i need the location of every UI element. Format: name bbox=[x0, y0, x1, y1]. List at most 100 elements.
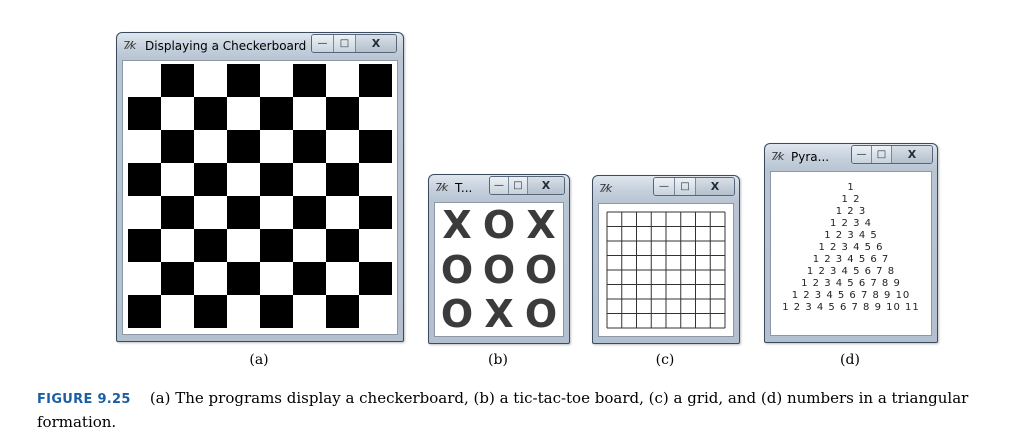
pyramid-window: 7⁄k Pyra... — □ X 1 1 2 1 2 3 1 2 3 4 1 … bbox=[764, 143, 938, 343]
checker-square-light bbox=[293, 295, 326, 328]
checker-square-dark bbox=[161, 130, 194, 163]
checker-square-dark bbox=[359, 130, 392, 163]
maximize-button[interactable]: □ bbox=[675, 178, 696, 195]
grid-titlebar[interactable]: 7⁄k — □ X bbox=[593, 176, 739, 200]
checker-square-dark bbox=[194, 229, 227, 262]
checker-square-dark bbox=[227, 64, 260, 97]
checker-square-dark bbox=[128, 229, 161, 262]
maximize-button[interactable]: □ bbox=[872, 146, 892, 163]
checker-square-dark bbox=[359, 64, 392, 97]
pyramid-line: 1 2 3 4 5 6 7 8 9 10 bbox=[791, 290, 911, 301]
checker-square-light bbox=[128, 130, 161, 163]
checker-square-dark bbox=[128, 97, 161, 130]
checker-square-dark bbox=[260, 163, 293, 196]
minimize-button[interactable]: — bbox=[654, 178, 675, 195]
pyramid-canvas: 1 1 2 1 2 3 1 2 3 4 1 2 3 4 5 1 2 3 4 5 … bbox=[770, 171, 932, 336]
pyramid-line: 1 2 3 4 5 bbox=[824, 230, 878, 241]
figure-caption: FIGURE 9.25 (a) The programs display a c… bbox=[37, 387, 1017, 433]
close-button[interactable]: X bbox=[528, 177, 564, 194]
checker-square-light bbox=[128, 262, 161, 295]
tictactoe-board: X O X O O O O X O bbox=[434, 202, 564, 337]
checker-square-light bbox=[326, 196, 359, 229]
ttt-cell[interactable]: X bbox=[484, 292, 514, 336]
checker-square-dark bbox=[293, 130, 326, 163]
sublabel-a: (a) bbox=[249, 352, 269, 368]
pyramid-line: 1 2 3 4 bbox=[830, 218, 872, 229]
checker-square-light bbox=[260, 262, 293, 295]
maximize-button[interactable]: □ bbox=[334, 35, 356, 52]
ttt-cell[interactable]: O bbox=[524, 248, 558, 292]
checker-square-dark bbox=[227, 130, 260, 163]
checker-square-dark bbox=[293, 196, 326, 229]
tk-app-icon: 7⁄k bbox=[771, 150, 784, 163]
ttt-cell[interactable]: O bbox=[524, 292, 558, 336]
checker-square-dark bbox=[161, 196, 194, 229]
checker-square-dark bbox=[293, 262, 326, 295]
checker-square-light bbox=[227, 163, 260, 196]
close-button[interactable]: X bbox=[892, 146, 932, 163]
checker-square-light bbox=[326, 64, 359, 97]
checker-square-light bbox=[293, 163, 326, 196]
checker-square-dark bbox=[326, 163, 359, 196]
minimize-button[interactable]: — bbox=[852, 146, 872, 163]
pyramid-titlebar[interactable]: 7⁄k Pyra... — □ X bbox=[765, 144, 937, 168]
checker-square-light bbox=[194, 64, 227, 97]
checker-square-light bbox=[128, 64, 161, 97]
maximize-button[interactable]: □ bbox=[509, 177, 528, 194]
checker-square-light bbox=[128, 196, 161, 229]
checker-square-light bbox=[359, 229, 392, 262]
ttt-cell[interactable]: O bbox=[482, 248, 516, 292]
checker-square-light bbox=[194, 262, 227, 295]
checker-square-dark bbox=[326, 229, 359, 262]
checker-square-dark bbox=[359, 262, 392, 295]
checker-square-light bbox=[227, 229, 260, 262]
tictactoe-window: 7⁄k T... — □ X X O X O O O O X O bbox=[428, 174, 570, 344]
checker-square-light bbox=[227, 97, 260, 130]
checker-square-dark bbox=[194, 97, 227, 130]
sublabel-b: (b) bbox=[488, 352, 508, 368]
tk-app-icon: 7⁄k bbox=[599, 182, 612, 195]
window-title: Pyra... bbox=[791, 150, 830, 164]
caption-text: (a) The programs display a checkerboard,… bbox=[37, 389, 969, 431]
checker-square-light bbox=[293, 97, 326, 130]
ttt-cell[interactable]: O bbox=[440, 248, 474, 292]
close-button[interactable]: X bbox=[356, 35, 396, 52]
grid bbox=[606, 211, 726, 329]
checker-square-dark bbox=[260, 97, 293, 130]
checker-square-light bbox=[359, 163, 392, 196]
window-controls: — □ X bbox=[653, 177, 735, 196]
checkerboard-canvas bbox=[122, 60, 398, 335]
window-controls: — □ X bbox=[851, 145, 933, 164]
pyramid-line: 1 2 3 bbox=[835, 206, 867, 217]
checkerboard-window: 7⁄k Displaying a Checkerboard — □ X bbox=[116, 32, 404, 342]
checker-square-light bbox=[260, 64, 293, 97]
checker-square-light bbox=[359, 97, 392, 130]
minimize-button[interactable]: — bbox=[312, 35, 334, 52]
checker-square-dark bbox=[260, 295, 293, 328]
checker-square-dark bbox=[161, 64, 194, 97]
ttt-cell[interactable]: X bbox=[526, 203, 556, 247]
ttt-cell[interactable]: O bbox=[482, 203, 516, 247]
checker-square-dark bbox=[326, 295, 359, 328]
checker-square-dark bbox=[359, 196, 392, 229]
checker-square-dark bbox=[128, 295, 161, 328]
window-controls: — □ X bbox=[311, 34, 397, 53]
close-button[interactable]: X bbox=[696, 178, 734, 195]
pyramid-line: 1 2 3 4 5 6 7 8 9 10 11 bbox=[782, 302, 920, 313]
ttt-cell[interactable]: O bbox=[440, 292, 474, 336]
tictactoe-titlebar[interactable]: 7⁄k T... — □ X bbox=[429, 175, 569, 199]
checker-square-light bbox=[194, 196, 227, 229]
sublabel-c: (c) bbox=[655, 352, 675, 368]
checkerboard-titlebar[interactable]: 7⁄k Displaying a Checkerboard — □ X bbox=[117, 33, 403, 57]
tk-app-icon: 7⁄k bbox=[123, 39, 136, 52]
minimize-button[interactable]: — bbox=[490, 177, 509, 194]
checker-square-light bbox=[293, 229, 326, 262]
checker-square-light bbox=[260, 130, 293, 163]
checker-square-light bbox=[161, 295, 194, 328]
checker-square-dark bbox=[260, 229, 293, 262]
window-title: Displaying a Checkerboard bbox=[145, 39, 307, 53]
checker-square-light bbox=[260, 196, 293, 229]
checker-square-light bbox=[326, 130, 359, 163]
window-title: T... bbox=[455, 181, 473, 195]
ttt-cell[interactable]: X bbox=[442, 203, 472, 247]
